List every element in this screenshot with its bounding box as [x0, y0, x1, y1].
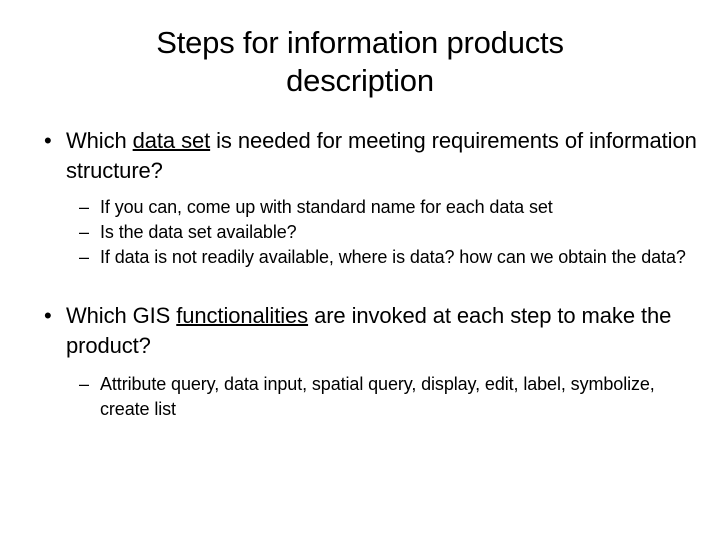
sublist-group-2: – Attribute query, data input, spatial q… — [0, 372, 720, 422]
bullet-text-emphasis-functionalities: functionalities — [176, 303, 309, 328]
bullet-level2-text: Attribute query, data input, spatial que… — [100, 374, 655, 419]
page-title-line-2: description — [286, 63, 434, 98]
bullet-level2-standard-name: – If you can, come up with standard name… — [0, 195, 720, 220]
bullet-marker-icon: • — [44, 128, 52, 153]
sublist-group-1: – If you can, come up with standard name… — [0, 195, 720, 270]
bullet-level2-data-set-available: – Is the data set available? — [0, 220, 720, 245]
page-title-line-1: Steps for information products — [156, 25, 564, 60]
dash-marker-icon: – — [79, 197, 89, 217]
page-title: Steps for information products descripti… — [36, 24, 684, 100]
bullet-text-emphasis-data-set: data set — [132, 128, 211, 153]
bullet-level2-obtain-data: – If data is not readily available, wher… — [0, 245, 720, 270]
bullet-marker-icon: • — [44, 303, 52, 328]
bullet-text-part-after: is needed for meeting requirements of in… — [66, 128, 697, 183]
slide-body: • Which data set is needed for meeting r… — [0, 126, 720, 422]
bullet-level2-text: If you can, come up with standard name f… — [100, 197, 553, 217]
bullet-level1-data-set: • Which data set is needed for meeting r… — [0, 126, 720, 186]
bullet-level1-gis-functionalities: • Which GIS functionalities are invoked … — [0, 301, 720, 361]
bullet-text-part-before: Which — [66, 128, 133, 153]
bullet-text-part-before: Which GIS — [66, 303, 177, 328]
bullet-level2-gis-operations: – Attribute query, data input, spatial q… — [0, 372, 720, 422]
bullet-text-part-after: are invoked at each step to make the pro… — [66, 303, 672, 358]
dash-marker-icon: – — [79, 374, 89, 394]
dash-marker-icon: – — [79, 247, 89, 267]
bullet-level2-text: Is the data set available? — [100, 222, 297, 242]
bullet-level2-text: If data is not readily available, where … — [100, 247, 686, 267]
dash-marker-icon: – — [79, 222, 89, 242]
